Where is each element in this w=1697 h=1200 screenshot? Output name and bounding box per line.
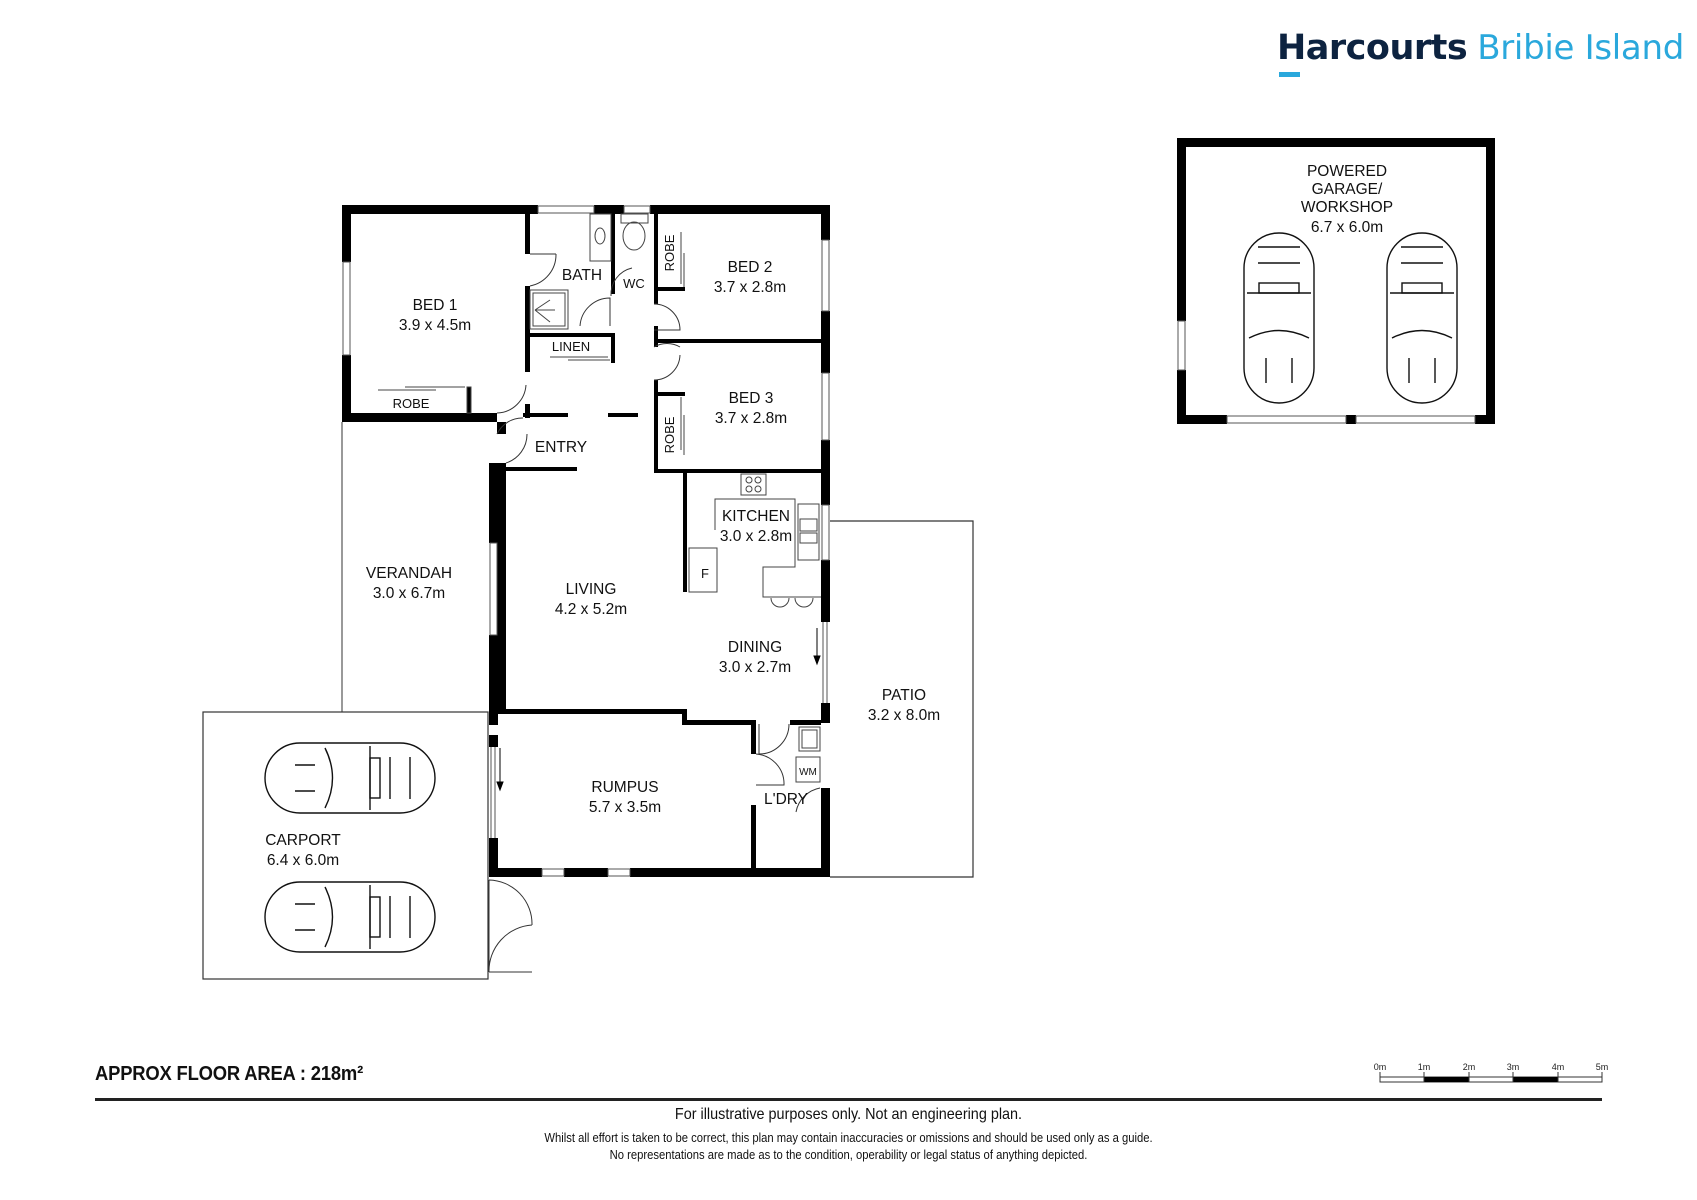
room-size-living: 4.2 x 5.2m bbox=[555, 601, 627, 618]
room-label-robe-bed1: ROBE bbox=[393, 396, 430, 411]
footer-divider bbox=[95, 1098, 1602, 1101]
disclaimer-line-1: Whilst all effort is taken to be correct… bbox=[544, 1131, 1153, 1145]
room-label-robe-bed3: ROBE bbox=[662, 416, 677, 453]
room-size-kitchen: 3.0 x 2.8m bbox=[720, 528, 792, 545]
room-label-garage-3: WORKSHOP bbox=[1301, 199, 1393, 216]
room-size-carport: 6.4 x 6.0m bbox=[267, 852, 339, 869]
slide-arrows bbox=[496, 628, 821, 792]
room-label-carport: CARPORT bbox=[265, 832, 341, 849]
room-label-rumpus: RUMPUS bbox=[591, 779, 658, 796]
scale-tick-3: 3m bbox=[1507, 1062, 1520, 1072]
room-size-dining: 3.0 x 2.7m bbox=[719, 659, 791, 676]
logo-accent-bar bbox=[1279, 72, 1300, 77]
room-label-wc: WC bbox=[623, 276, 645, 291]
house-walls bbox=[342, 138, 1495, 877]
room-label-bed2: BED 2 bbox=[728, 259, 773, 276]
scale-tick-1: 1m bbox=[1418, 1062, 1431, 1072]
room-label-garage-1: POWERED bbox=[1307, 163, 1387, 180]
room-label-laundry: L'DRY bbox=[764, 791, 808, 808]
disclaimer-line-2: No representations are made as to the co… bbox=[609, 1148, 1088, 1162]
room-size-verandah: 3.0 x 6.7m bbox=[373, 585, 445, 602]
office-name: Bribie Island bbox=[1477, 28, 1684, 68]
room-size-garage: 6.7 x 6.0m bbox=[1311, 219, 1383, 236]
scale-tick-4: 4m bbox=[1552, 1062, 1565, 1072]
scale-tick-0: 0m bbox=[1374, 1062, 1387, 1072]
room-size-patio: 3.2 x 8.0m bbox=[868, 707, 940, 724]
room-label-bed1: BED 1 bbox=[413, 297, 458, 314]
washing-machine-label: WM bbox=[799, 767, 817, 778]
fixtures bbox=[378, 213, 821, 783]
patio-outline bbox=[830, 520, 974, 878]
room-label-robe-bed2: ROBE bbox=[662, 234, 677, 271]
disclaimer-heading: For illustrative purposes only. Not an e… bbox=[674, 1106, 1023, 1123]
room-size-bed2: 3.7 x 2.8m bbox=[714, 279, 786, 296]
room-label-entry: ENTRY bbox=[535, 439, 587, 456]
room-label-linen: LINEN bbox=[552, 339, 590, 354]
room-label-verandah: VERANDAH bbox=[366, 565, 452, 582]
windows bbox=[342, 205, 1476, 877]
room-label-kitchen: KITCHEN bbox=[722, 508, 790, 525]
room-label-bath: BATH bbox=[562, 267, 602, 284]
room-label-garage-2: GARAGE/ bbox=[1312, 181, 1383, 198]
room-label-bed3: BED 3 bbox=[729, 390, 774, 407]
room-size-bed3: 3.7 x 2.8m bbox=[715, 410, 787, 427]
carport-outline bbox=[202, 711, 489, 980]
fridge-label: F bbox=[701, 566, 709, 581]
scale-bar: 0m 1m 2m 3m 4m 5m bbox=[1374, 1062, 1609, 1083]
car-icon bbox=[264, 232, 1458, 953]
scale-tick-2: 2m bbox=[1463, 1062, 1476, 1072]
room-label-living: LIVING bbox=[566, 581, 617, 598]
room-label-patio: PATIO bbox=[882, 687, 926, 704]
room-label-dining: DINING bbox=[728, 639, 782, 656]
approx-floor-area: APPROX FLOOR AREA : 218m² bbox=[95, 1063, 364, 1085]
room-size-rumpus: 5.7 x 3.5m bbox=[589, 799, 661, 816]
brand-name: Harcourts bbox=[1277, 28, 1468, 68]
door-swings bbox=[488, 253, 821, 973]
room-size-bed1: 3.9 x 4.5m bbox=[399, 317, 471, 334]
scale-tick-5: 5m bbox=[1596, 1062, 1609, 1072]
